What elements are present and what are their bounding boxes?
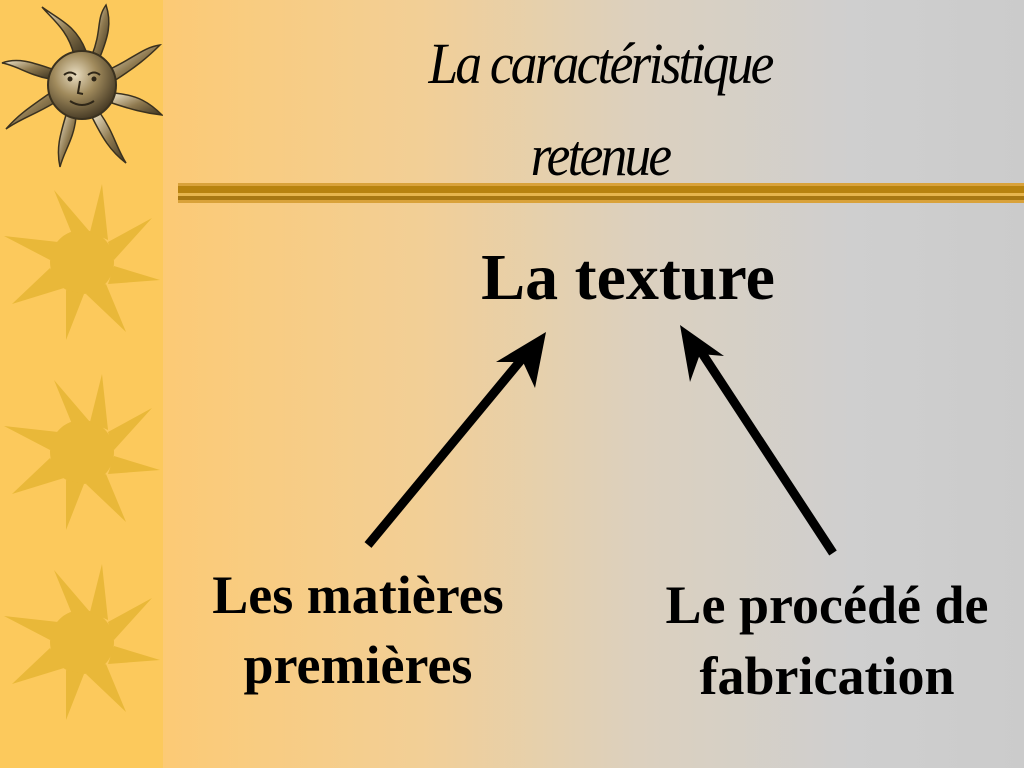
right-label-line-1: Le procédé de <box>665 575 989 635</box>
sidebar-decoration <box>0 0 163 768</box>
diagram-node-raw-materials: Les matières premières <box>178 560 538 700</box>
title-divider <box>178 183 1024 203</box>
left-label-line-2: premières <box>243 635 473 696</box>
title-line-2: retenue <box>530 122 672 188</box>
sun-icon <box>4 184 160 340</box>
content-area <box>163 0 1024 768</box>
sun-face-icon <box>1 3 163 168</box>
left-label-line-1: Les matières <box>212 565 504 625</box>
sun-icon <box>4 374 160 530</box>
diagram-node-texture: La texture <box>481 241 775 314</box>
diagram-node-process: Le procédé de fabrication <box>632 570 1022 713</box>
right-label-line-2: fabrication <box>699 646 955 707</box>
sun-column <box>1 3 163 720</box>
sun-icon <box>4 564 160 720</box>
slide-title: La caractéristique retenue <box>361 18 839 201</box>
title-line-1: La caractéristique <box>428 31 774 96</box>
